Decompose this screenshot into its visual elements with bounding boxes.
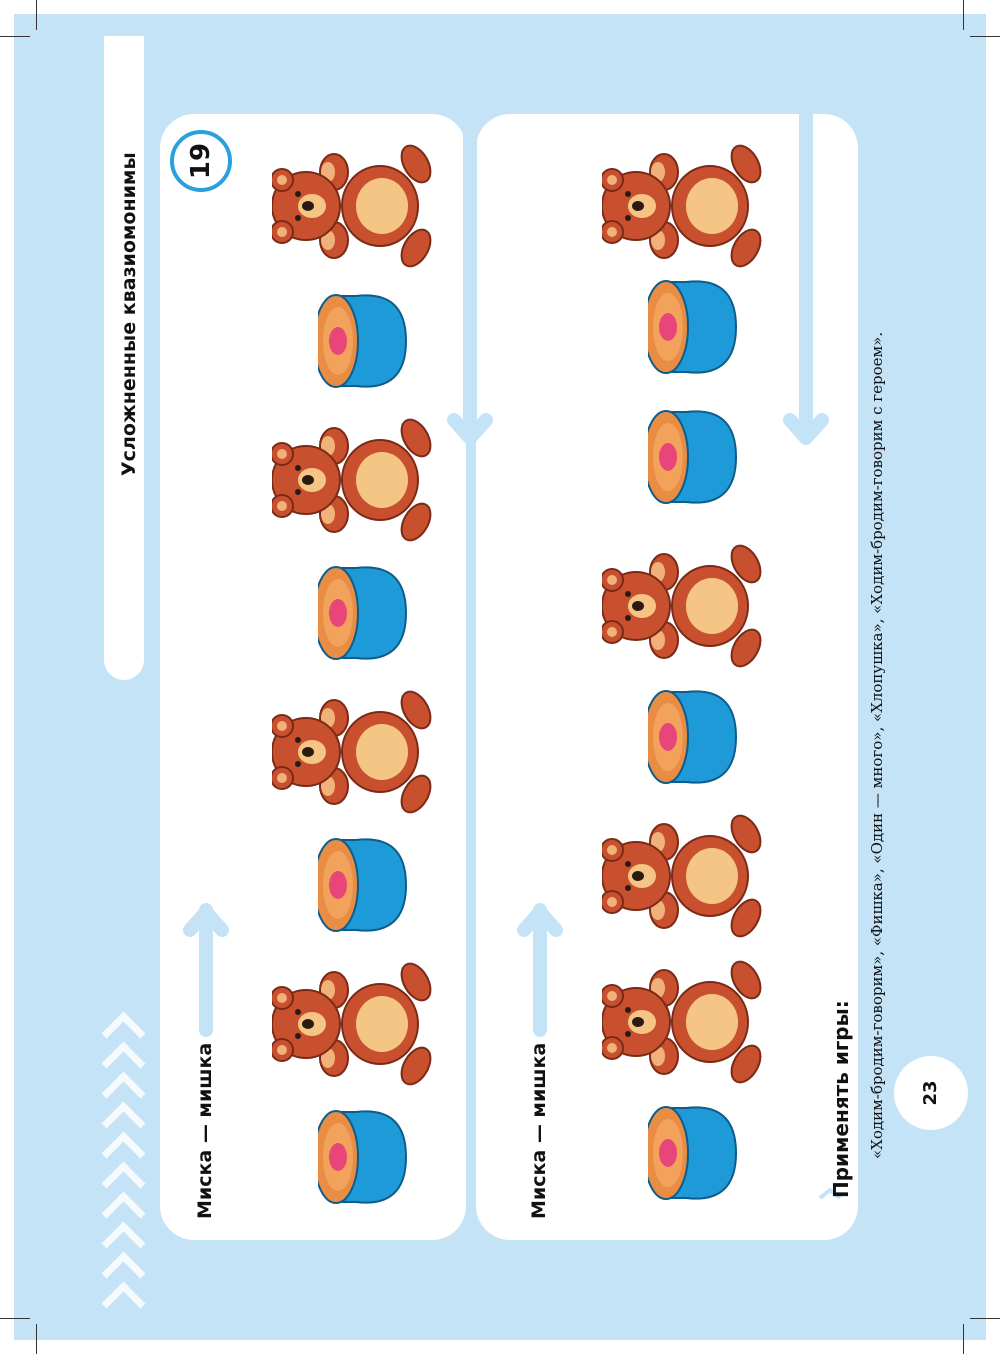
crop-mark: [36, 1324, 37, 1354]
bear-icon: [602, 139, 768, 273]
games-heading: Применять игры:: [829, 1000, 853, 1198]
bowl-icon: [318, 294, 407, 388]
crop-mark: [963, 1324, 964, 1354]
bear-icon: [272, 139, 438, 273]
bowl-icon: [648, 280, 737, 374]
bowl-icon: [648, 690, 737, 784]
bowl-icon: [318, 566, 407, 660]
exercise-number: 19: [186, 142, 216, 180]
page-number: 23: [920, 1080, 941, 1106]
bear-icon: [272, 413, 438, 547]
bear-icon: [602, 809, 768, 943]
crop-mark: [970, 36, 1000, 37]
bowl-icon: [648, 410, 737, 504]
bowl-icon: [318, 838, 407, 932]
bowl-icon: [318, 1110, 407, 1204]
page-number-badge: [894, 1056, 968, 1130]
bear-icon: [602, 955, 768, 1089]
crop-mark: [970, 1318, 1000, 1319]
bear-icon: [272, 685, 438, 819]
crop-mark: [0, 36, 30, 37]
title-pill: [104, 36, 144, 680]
bowl-icon: [648, 1106, 737, 1200]
exercise-number-badge: [170, 130, 232, 192]
row-label-2: Миска — мишка: [528, 1042, 550, 1219]
crop-mark: [963, 0, 964, 30]
crop-mark: [0, 1318, 30, 1319]
row-label-1: Миска — мишка: [194, 1042, 216, 1219]
crop-mark: [36, 0, 37, 30]
games-text: «Ходим-бродим-говорим», «Фишка», «Один —…: [868, 331, 886, 1159]
bear-icon: [272, 957, 438, 1091]
bear-icon: [602, 539, 768, 673]
